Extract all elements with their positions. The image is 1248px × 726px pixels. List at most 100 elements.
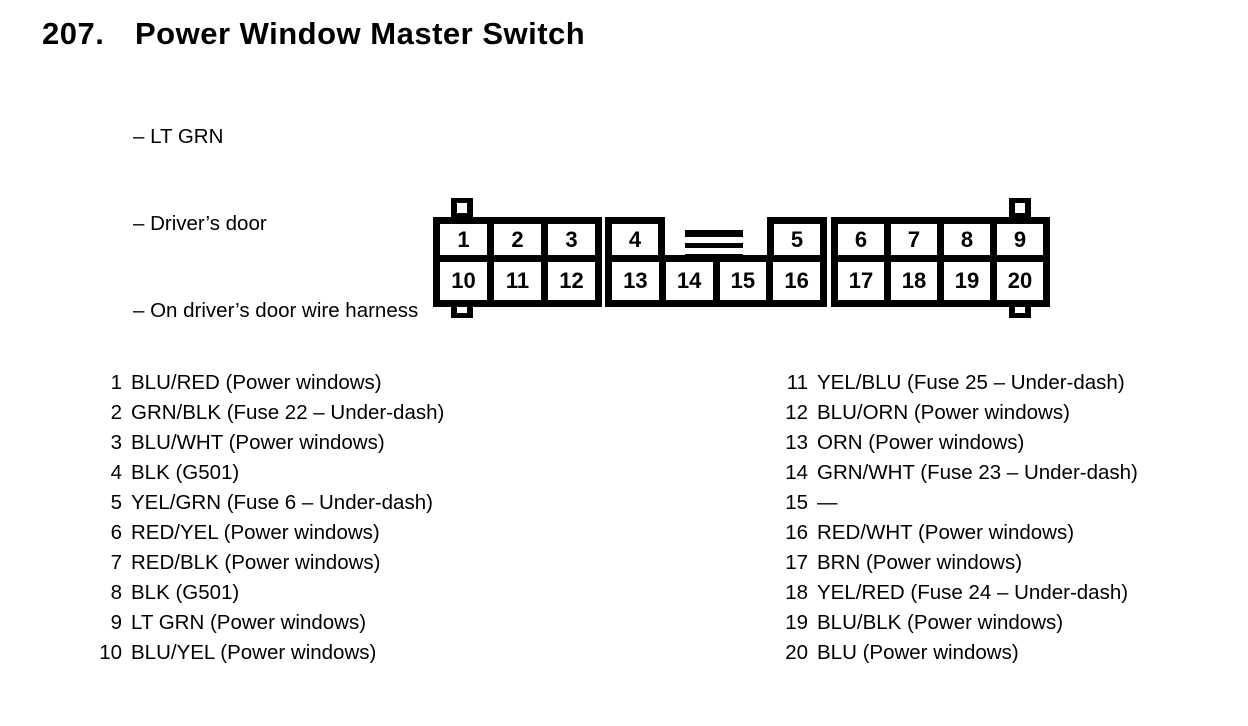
pin-cavity-10: 10 (440, 262, 487, 300)
pin-number: 2 (110, 401, 122, 424)
pin-cavity-2: 2 (494, 224, 541, 255)
connector-group-right: 6 7 8 9 17 18 19 20 (831, 217, 1050, 307)
pin-description: YEL/BLU (Fuse 25 – Under-dash) (817, 371, 1125, 394)
pin-cavity-14: 14 (665, 262, 713, 300)
pin-number: 1 (110, 371, 122, 394)
page-title: Power Window Master Switch (135, 16, 586, 51)
pin-description: BLU/BLK (Power windows) (817, 611, 1064, 634)
connector-notes: – LT GRN – Driver’s door – On driver’s d… (133, 64, 418, 383)
pin-number: 16 (785, 521, 808, 544)
pin-row-20: 20 BLU (Power windows) (774, 638, 1138, 668)
pin-number: 15 (785, 491, 808, 514)
pin-description: BLK (G501) (131, 461, 240, 484)
pin-cavity-18: 18 (891, 262, 937, 300)
pin-row-15: 15 — (774, 488, 1138, 518)
pin-number: 20 (785, 641, 808, 664)
note-location: – Driver’s door (133, 212, 267, 235)
pin-description: BLU/RED (Power windows) (131, 371, 382, 394)
section-number: 207. (42, 16, 105, 51)
pin-number: 7 (110, 551, 122, 574)
pin-description: BRN (Power windows) (817, 551, 1023, 574)
pin-number: 8 (110, 581, 122, 604)
pin-row-1: 1 BLU/RED (Power windows) (88, 368, 444, 398)
mount-tab-top-left-icon (451, 198, 473, 222)
pin-row-4: 4 BLK (G501) (88, 458, 444, 488)
pin-row-18: 18 YEL/RED (Fuse 24 – Under-dash) (774, 578, 1138, 608)
tab-hole-icon (457, 303, 467, 313)
pin-cavity-13: 13 (612, 262, 659, 300)
pin-cavity-9: 9 (997, 224, 1043, 255)
pin-number: 14 (785, 461, 808, 484)
pin-cavity-4: 4 (612, 224, 658, 255)
pin-description: BLU/YEL (Power windows) (131, 641, 377, 664)
pin-row-8: 8 BLK (G501) (88, 578, 444, 608)
pin-cavity-1: 1 (440, 224, 487, 255)
pin-cavity-15: 15 (719, 262, 767, 300)
pin-number: 19 (785, 611, 808, 634)
pin-description: RED/YEL (Power windows) (131, 521, 380, 544)
pin-row-19: 19 BLU/BLK (Power windows) (774, 608, 1138, 638)
pin-cavity-12: 12 (548, 262, 595, 300)
cavity-row-13-16: 13 14 15 16 (605, 255, 827, 307)
cavity-box-4: 4 (605, 217, 665, 262)
pin-description: — (817, 491, 838, 514)
pin-cavity-5: 5 (774, 224, 820, 255)
pin-row-10: 10 BLU/YEL (Power windows) (88, 638, 444, 668)
pin-description: BLU (Power windows) (817, 641, 1019, 664)
pin-number: 5 (110, 491, 122, 514)
connector-diagram: 1 2 3 10 11 12 4 5 13 14 15 16 6 (433, 198, 1050, 318)
pin-cavity-19: 19 (944, 262, 990, 300)
pin-list-left: 1 BLU/RED (Power windows) 2 GRN/BLK (Fus… (88, 368, 444, 668)
pin-description: BLU/WHT (Power windows) (131, 431, 385, 454)
pin-description: GRN/BLK (Fuse 22 – Under-dash) (131, 401, 445, 424)
pin-row-7: 7 RED/BLK (Power windows) (88, 548, 444, 578)
pin-row-16: 16 RED/WHT (Power windows) (774, 518, 1138, 548)
tab-hole-icon (1015, 303, 1025, 313)
pin-number: 12 (785, 401, 808, 424)
pin-row-2: 2 GRN/BLK (Fuse 22 – Under-dash) (88, 398, 445, 428)
pin-cavity-7: 7 (891, 224, 937, 255)
pin-row-17: 17 BRN (Power windows) (774, 548, 1138, 578)
pin-row-5: 5 YEL/GRN (Fuse 6 – Under-dash) (88, 488, 444, 518)
pin-cavity-16: 16 (773, 262, 820, 300)
pin-description: YEL/RED (Fuse 24 – Under-dash) (817, 581, 1129, 604)
pin-cavity-6: 6 (838, 224, 884, 255)
pin-row-6: 6 RED/YEL (Power windows) (88, 518, 444, 548)
pin-number: 11 (786, 371, 808, 394)
pin-row-14: 14 GRN/WHT (Fuse 23 – Under-dash) (774, 458, 1138, 488)
pin-row-3: 3 BLU/WHT (Power windows) (88, 428, 444, 458)
mount-tab-top-right-icon (1009, 198, 1031, 222)
pin-description: ORN (Power windows) (817, 431, 1025, 454)
pin-number: 13 (785, 431, 808, 454)
pin-cavity-3: 3 (548, 224, 595, 255)
note-wire-color: – LT GRN (133, 125, 224, 148)
pin-description: GRN/WHT (Fuse 23 – Under-dash) (817, 461, 1138, 484)
pin-number: 18 (785, 581, 808, 604)
note-harness: – On driver’s door wire harness (133, 299, 419, 322)
pin-description: RED/BLK (Power windows) (131, 551, 381, 574)
tab-hole-icon (457, 203, 467, 213)
pin-description: RED/WHT (Power windows) (817, 521, 1075, 544)
pin-description: YEL/GRN (Fuse 6 – Under-dash) (131, 491, 433, 514)
pin-row-12: 12 BLU/ORN (Power windows) (774, 398, 1138, 428)
pin-number: 17 (785, 551, 808, 574)
pin-row-13: 13 ORN (Power windows) (774, 428, 1138, 458)
pin-description: BLK (G501) (131, 581, 240, 604)
pin-number: 6 (110, 521, 122, 544)
pin-cavity-8: 8 (944, 224, 990, 255)
pin-description: BLU/ORN (Power windows) (817, 401, 1070, 424)
pin-cavity-20: 20 (997, 262, 1043, 300)
pin-row-9: 9 LT GRN (Power windows) (88, 608, 444, 638)
pin-number: 3 (110, 431, 122, 454)
pin-cavity-17: 17 (838, 262, 884, 300)
pin-number: 10 (99, 641, 122, 664)
pin-description: LT GRN (Power windows) (131, 611, 367, 634)
connector-group-middle: 4 5 13 14 15 16 (605, 217, 827, 307)
pin-cavity-11: 11 (494, 262, 541, 300)
pin-list-right: 11 YEL/BLU (Fuse 25 – Under-dash) 12 BLU… (774, 368, 1138, 668)
connector-group-left: 1 2 3 10 11 12 (433, 217, 602, 307)
pin-number: 4 (110, 461, 122, 484)
tab-hole-icon (1015, 203, 1025, 213)
cavity-box-5: 5 (767, 217, 827, 262)
